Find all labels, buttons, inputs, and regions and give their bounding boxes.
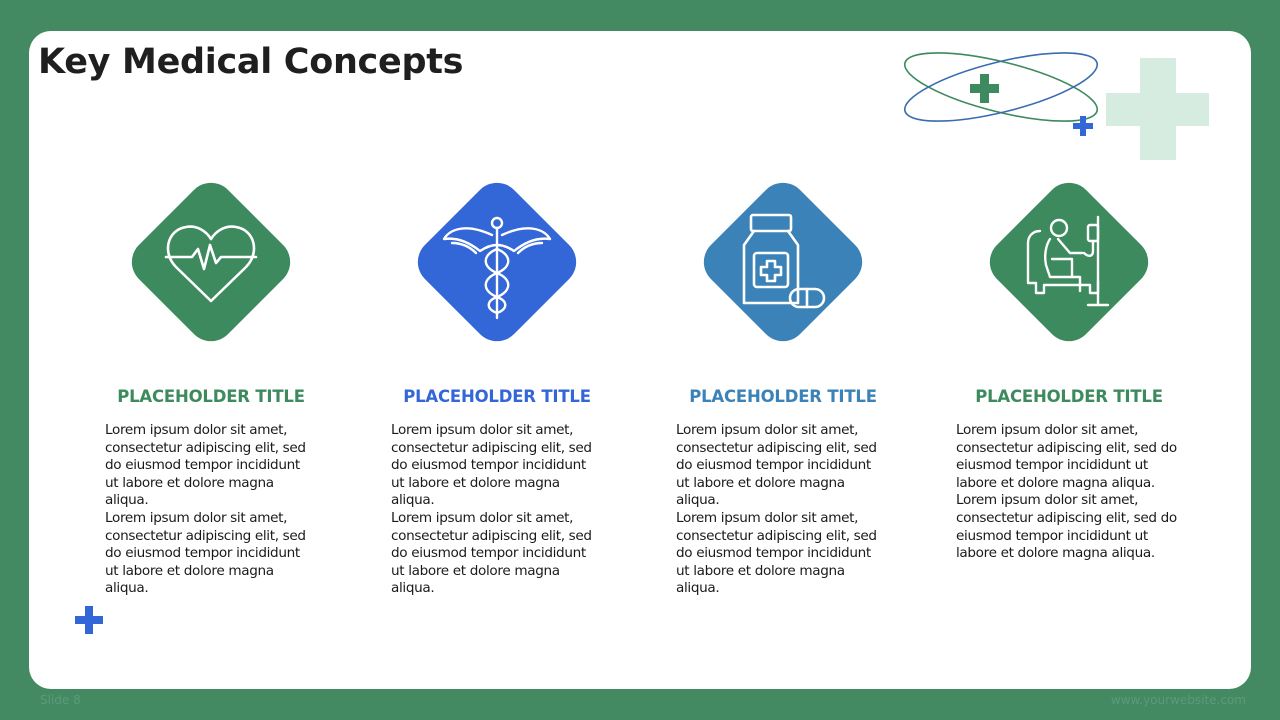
slide-number: Slide 8 [40,693,81,707]
column-1-title: PLACEHOLDER TITLE [117,387,305,406]
heart-pulse-icon [164,225,258,303]
green-cross-icon [970,74,999,103]
caduceus-tile [408,173,586,351]
column-1-body: Lorem ipsum dolor sit amet, consectetur … [105,422,306,597]
medicine-bottle-icon [742,213,826,309]
patient-iv-tile [980,173,1158,351]
column-3-body: Lorem ipsum dolor sit amet, consectetur … [676,422,877,597]
medicine-bottle-tile [694,173,872,351]
column-3-title: PLACEHOLDER TITLE [689,387,877,406]
website-url: www.yourwebsite.com [1110,693,1246,707]
patient-iv-icon [1026,215,1110,307]
column-2-body: Lorem ipsum dolor sit amet, consectetur … [391,422,592,597]
blue-cross-icon [75,606,103,634]
small-blue-cross-icon [1073,116,1093,136]
column-2-title: PLACEHOLDER TITLE [403,387,591,406]
column-4-body: Lorem ipsum dolor sit amet, consectetur … [956,422,1177,562]
slide-title: Key Medical Concepts [38,42,464,82]
large-light-cross-icon [1106,58,1209,160]
heart-pulse-tile [122,173,300,351]
column-4-title: PLACEHOLDER TITLE [975,387,1163,406]
slide-card [29,31,1251,689]
caduceus-icon [442,216,552,320]
orbit-cross-decoration [903,52,1209,160]
